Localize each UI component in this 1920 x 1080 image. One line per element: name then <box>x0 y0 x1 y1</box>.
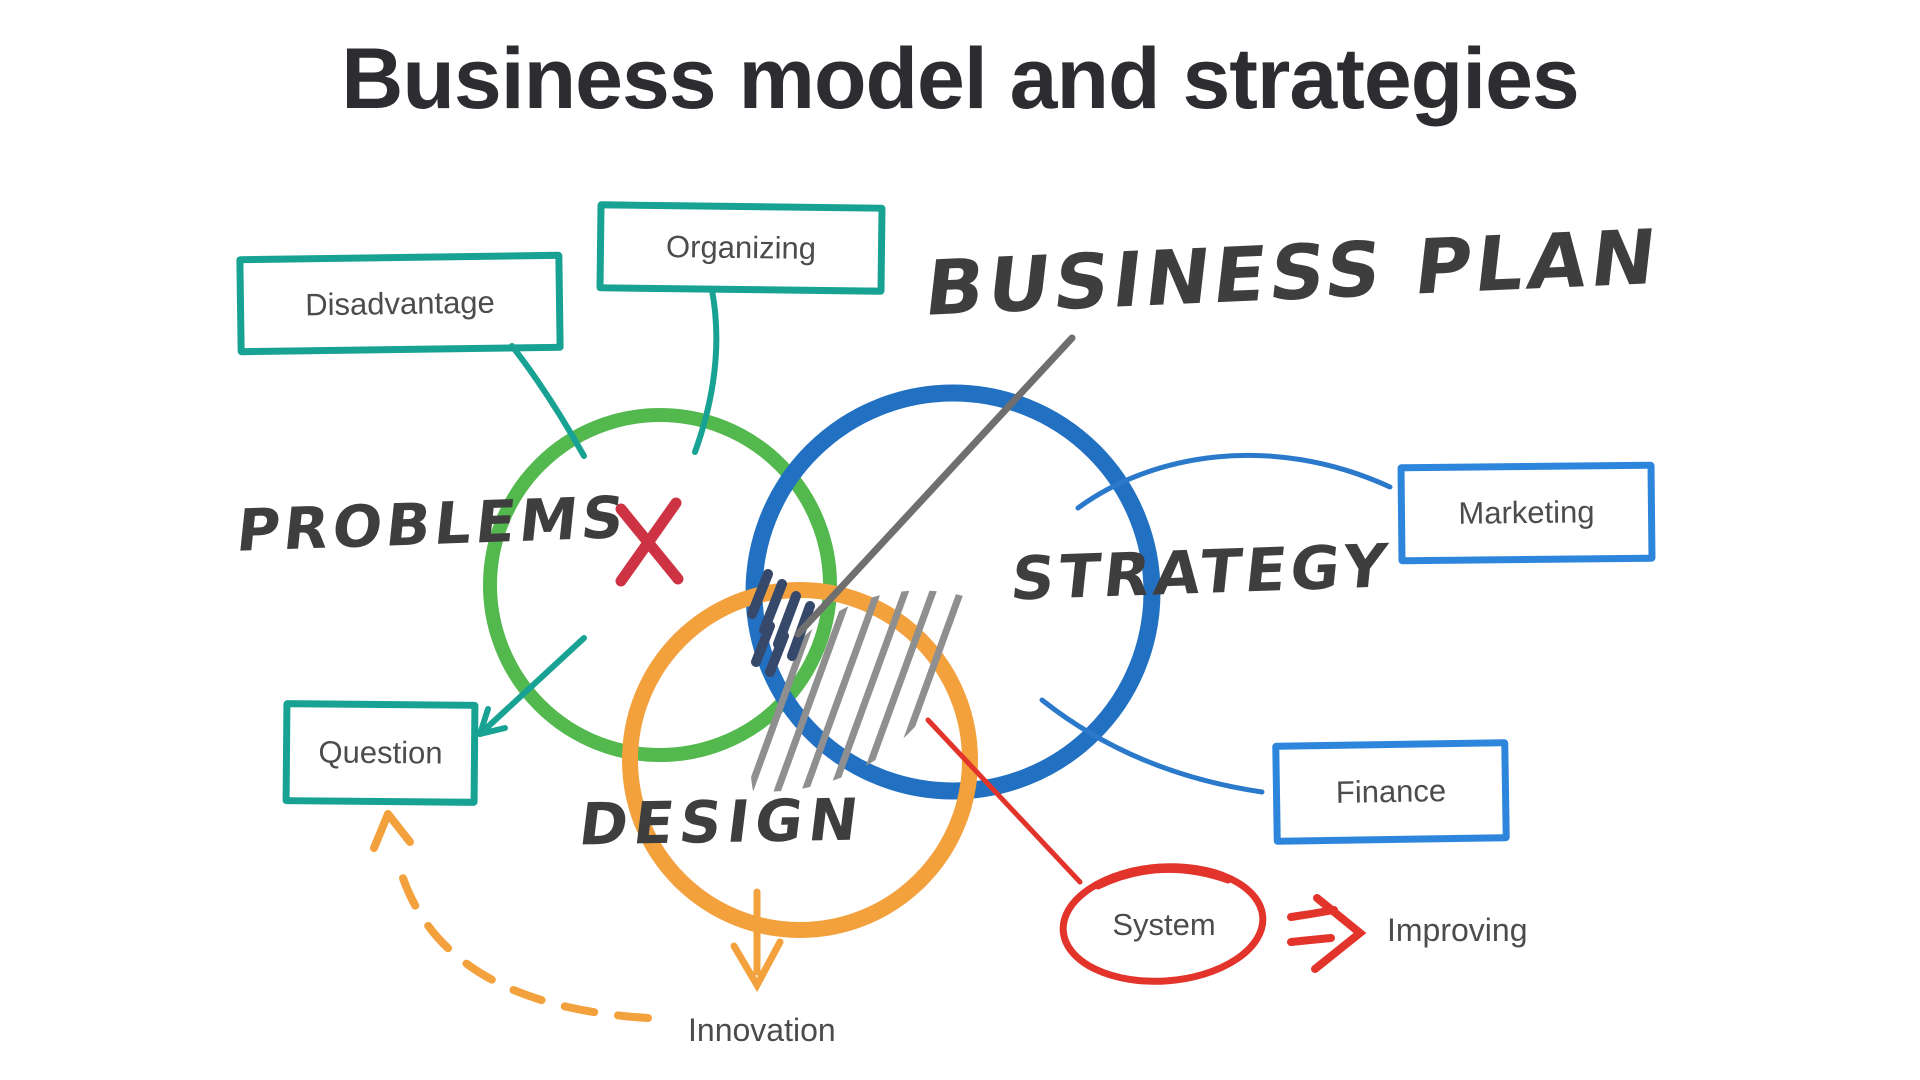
question-box-label: Question <box>318 734 443 771</box>
question-box: Question <box>282 700 479 806</box>
strategy-design-intersection-hatch <box>750 590 967 792</box>
finance-box-label: Finance <box>1335 773 1447 810</box>
page-title: Business model and strategies <box>341 31 1580 127</box>
question-dashed-arrow <box>370 810 652 1022</box>
disadvantage-connector-line <box>509 343 587 459</box>
disadvantage-box: Disadvantage <box>236 251 564 356</box>
marketing-box-label: Marketing <box>1458 494 1595 531</box>
organizing-box-label: Organizing <box>665 229 817 266</box>
business-plan-pointer-line <box>794 334 1076 638</box>
x-mark-icon <box>615 497 684 587</box>
problems-label: PROBLEMS <box>233 483 632 565</box>
innovation-arrow <box>730 888 784 993</box>
finance-connector-curve <box>1039 697 1265 795</box>
system-circle-mark <box>1059 863 1267 985</box>
finance-box: Finance <box>1272 739 1510 845</box>
organizing-box: Organizing <box>596 201 886 295</box>
question-arrow <box>477 635 587 737</box>
design-label: DESIGN <box>575 785 868 859</box>
improving-note: Improving <box>1387 912 1528 948</box>
improving-arrow <box>1287 894 1367 973</box>
innovation-note: Innovation <box>688 1012 836 1048</box>
system-note: System <box>1112 907 1216 942</box>
organizing-connector-line <box>692 287 720 455</box>
marketing-connector-curve <box>1075 452 1393 511</box>
marketing-box: Marketing <box>1397 461 1656 565</box>
strategy-label: STRATEGY <box>1007 531 1394 615</box>
disadvantage-box-label: Disadvantage <box>304 284 496 322</box>
system-connector-line <box>925 717 1083 885</box>
design-circle <box>622 582 978 938</box>
